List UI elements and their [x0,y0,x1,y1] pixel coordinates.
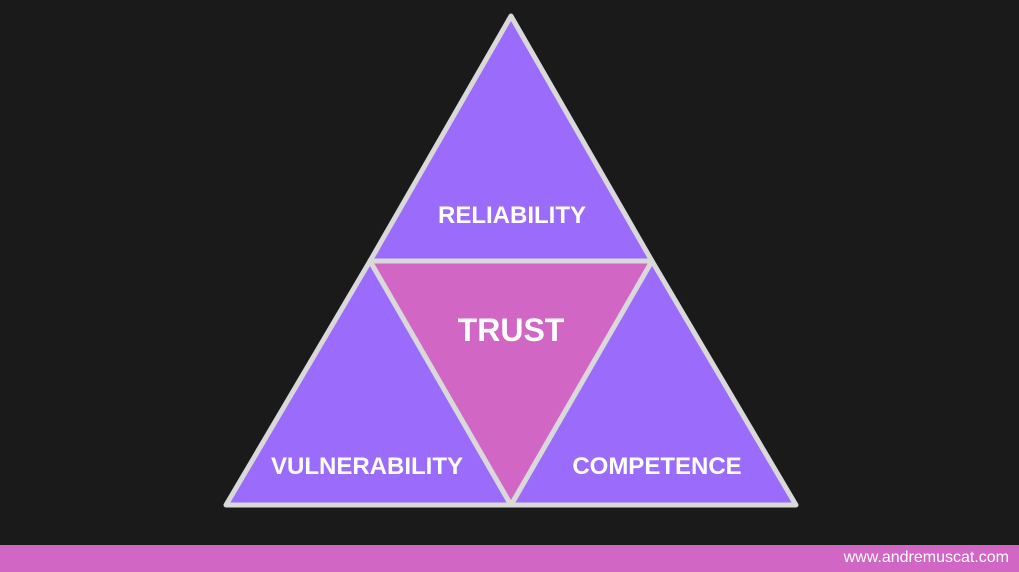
trust-label: TRUST [458,312,565,348]
footer-url[interactable]: www.andremuscat.com [843,549,1009,566]
reliability-label: RELIABILITY [438,202,586,229]
trust-pyramid-diagram: RELIABILITY TRUST VULNERABILITY COMPETEN… [223,13,799,508]
vulnerability-label: VULNERABILITY [271,453,463,480]
competence-label: COMPETENCE [572,453,741,480]
trust-triangle [367,258,655,508]
footer-bar: www.andremuscat.com [0,545,1019,572]
